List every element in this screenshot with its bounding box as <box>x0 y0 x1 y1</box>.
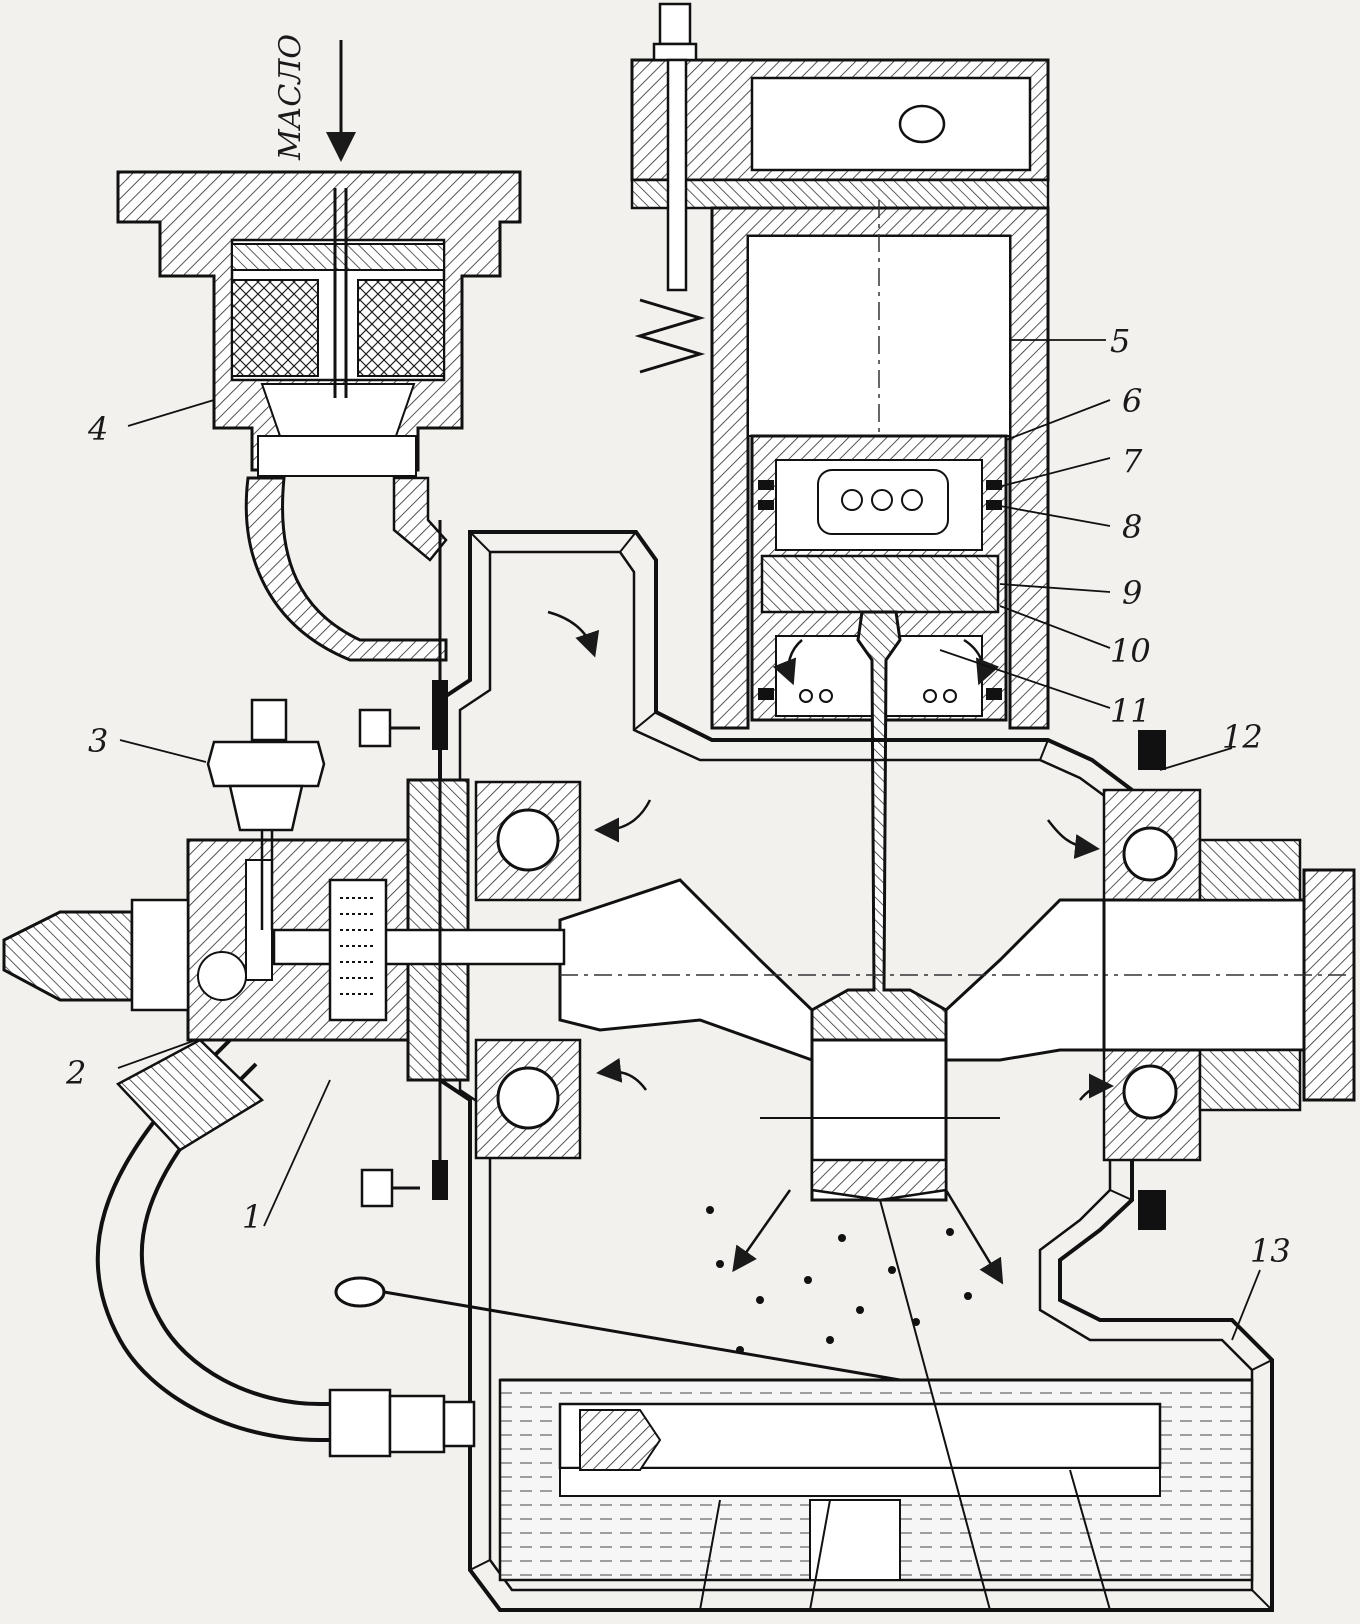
callout-6: 6 <box>1122 382 1142 420</box>
right-bearing <box>1102 730 1202 1230</box>
callout-7: 7 <box>1122 442 1143 480</box>
oil-droplets <box>706 1206 972 1354</box>
oil-sump <box>498 1199 1254 1611</box>
pump-bolts <box>358 708 420 1208</box>
suction-hose <box>95 1038 476 1458</box>
cylinder-head <box>630 58 1050 210</box>
callout-11: 11 <box>1110 692 1151 730</box>
pressure-valve <box>206 698 326 930</box>
piston <box>750 434 1008 722</box>
callout-4: 4 <box>87 410 108 448</box>
filter-outlet-pipe <box>244 476 448 662</box>
callouts <box>117 339 1261 1341</box>
callout-3: 3 <box>88 722 108 760</box>
oil-inlet-label: МАСЛО <box>273 34 308 161</box>
crankshaft <box>558 878 1106 1119</box>
oil-flow-arrows <box>547 610 1114 1285</box>
callout-1: 1 <box>242 1198 262 1236</box>
callout-12: 12 <box>1222 718 1263 756</box>
left-bearings <box>474 780 582 1160</box>
oil-filter <box>116 170 522 477</box>
head-stud <box>634 2 706 374</box>
connecting-rod <box>810 610 948 1202</box>
callout-8: 8 <box>1122 508 1142 546</box>
callout-2: 2 <box>65 1054 86 1092</box>
callout-9: 9 <box>1122 574 1142 612</box>
callout-10: 10 <box>1110 632 1151 670</box>
callout-5: 5 <box>1110 322 1130 360</box>
oil-pump <box>186 520 566 1200</box>
callout-labels: 1 2 3 4 5 6 7 8 9 10 11 12 13 <box>65 322 1291 1270</box>
callout-13: 13 <box>1250 1232 1291 1270</box>
dipstick <box>334 1276 901 1382</box>
oil-inlet: МАСЛО <box>273 34 356 162</box>
outlet-nozzle <box>2 898 190 1012</box>
